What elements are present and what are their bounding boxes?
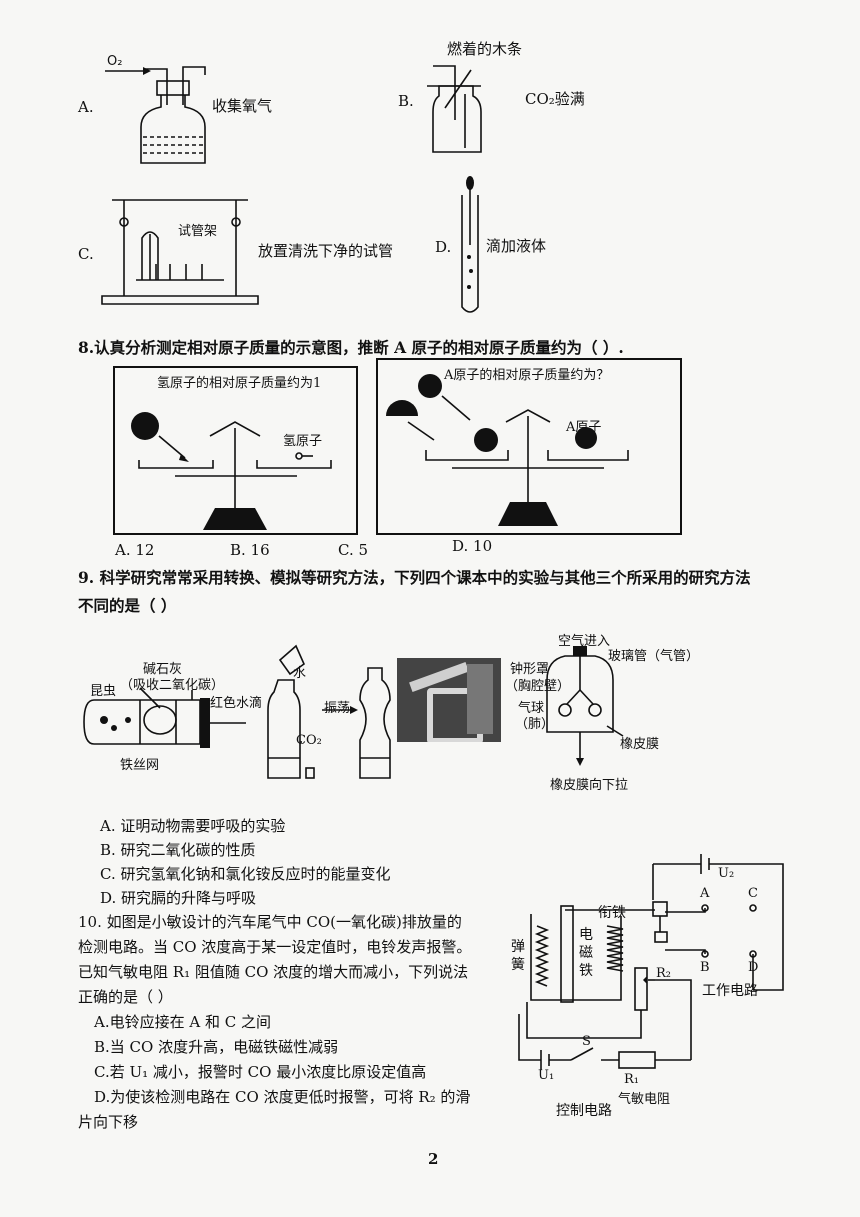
q10-stem-line4: 正确的是（ ） [78,988,173,1006]
co2-label: CO₂ [296,733,322,748]
hydrogen-balance-panel: 氢原子的相对原子质量约为1 氢原子 [113,366,358,535]
q10-option-a: A.电铃应接在 A 和 C 之间 [94,1013,271,1031]
working-circuit-label: 工作电路 [702,983,758,999]
insect-label: 昆虫 [90,684,117,699]
balance-scale-left [131,412,332,530]
glass-tube-label: 玻璃管（气管） [608,649,700,664]
wire-mesh-label: 铁丝网 [120,758,160,773]
q10-stem-line3: 已知气敏电阻 R₁ 阻值随 CO 浓度的增大而减小，下列说法 [78,963,469,981]
u2-label: U₂ [718,866,735,881]
q10-option-b: B.当 CO 浓度升高，电磁铁磁性减弱 [94,1038,339,1056]
co2-bottle-figure-2 [267,644,391,779]
red-drop-label: 红色水滴 [210,696,263,711]
u1-label: U₁ [538,1068,555,1083]
q10-stem-line1: 10. 如图是小敏设计的汽车尾气中 CO(一氧化碳)排放量的 [78,913,462,931]
rubber-membrane-label: 橡皮膜 [620,737,660,752]
terminal-c: C [748,886,758,901]
page-number: 2 [428,1150,439,1168]
a-atom-balance-panel: A原子的相对原子质量约为？ A原子 [376,358,682,535]
q7-b-letter: B. [398,92,414,110]
soda-lime-label: 碱石灰 [143,662,183,677]
q10-stem: 10. 如图是小敏设计的汽车尾气中 CO(一氧化碳)排放量的 检测电路。当 CO… [78,910,508,1135]
q9-stem-line2: 不同的是（ ） [78,596,177,615]
q8-option-c: C. 5 [338,541,369,559]
a-atom-balance-title: A原子的相对原子质量约为？ [444,368,610,383]
balloon-label: 气球 [518,701,545,716]
respiration-apparatus-figure [83,687,246,748]
thermometer-photo [397,658,501,742]
co2-bottle-figure [427,65,482,153]
terminal-d: D [748,960,759,975]
q10-option-c: C.若 U₁ 减小，报警时 CO 最小浓度比原设定值高 [94,1063,427,1081]
co-detection-circuit [518,854,784,1070]
q7-c-letter: C. [78,245,94,263]
electromagnet-label: 电磁铁 [579,927,593,979]
q10-stem-line2: 检测电路。当 CO 浓度高于某一设定值时，电铃发声报警。 [78,938,472,956]
r1-label: R₁ [624,1072,639,1087]
q7-d-label: 滴加液体 [486,237,547,255]
balloon-note: （肺） [515,717,555,732]
armature-label: 衔铁 [598,905,626,921]
gas-sensor-label: 气敏电阻 [618,1092,671,1107]
spring-label: 弹簧 [511,939,525,973]
q8-stem: 8.认真分析测定相对原子质量的示意图，推断 A 原子的相对原子质量约为（ ）. [78,338,624,357]
control-circuit-label: 控制电路 [556,1103,612,1119]
bell-jar-note: （胸腔壁） [505,679,571,694]
q7-c-label: 放置清洗下净的试管 [258,242,394,260]
burning-stick-label: 燃着的木条 [447,40,523,58]
o2-label: O₂ [107,54,122,69]
bell-jar-label: 钟形罩 [510,662,550,677]
terminal-b: B [700,960,710,975]
q10-option-d-cont: 片向下移 [78,1113,139,1131]
switch-s-label: S [582,1034,591,1049]
hydrogen-balance-title: 氢原子的相对原子质量约为1 [157,376,322,391]
r2-label: R₂ [656,966,671,981]
q9-option-b: B. 研究二氧化碳的性质 [100,841,256,859]
terminal-a: A [700,886,710,901]
q7-a-letter: A. [78,98,94,116]
balance-scale-right [386,374,629,526]
diaphragm-model-figure [546,646,624,766]
soda-lime-note: （吸收二氧化碳） [120,678,225,693]
q8-option-b: B. 16 [230,541,270,559]
q8-option-d: D. 10 [452,537,493,555]
q10-option-d: D.为使该检测电路在 CO 浓度更低时报警，可将 R₂ 的滑 [94,1088,471,1106]
air-in-label: 空气进入 [558,634,611,649]
shake-label: 振荡 [324,701,351,716]
hydrogen-atom-tag: 氢原子 [283,434,323,449]
q7-b-label: CO₂验满 [525,90,585,108]
q7-d-letter: D. [435,238,452,256]
q9-option-c: C. 研究氢氧化钠和氯化铵反应时的能量变化 [100,865,391,883]
q9-option-a: A. 证明动物需要呼吸的实验 [100,817,286,835]
gas-bottle-figure: O₂ [105,54,206,164]
test-tube-rack-label: 试管架 [178,224,218,239]
q7-a-label: 收集氧气 [212,97,273,115]
q8-option-a: A. 12 [115,541,155,559]
dropper-figure [461,176,479,313]
test-tube-rack-figure [101,199,259,305]
q9-stem-line1: 9. 科学研究常常采用转换、模拟等研究方法，下列四个课本中的实验与其他三个所采用… [78,568,751,587]
q9-option-d: D. 研究膈的升降与呼吸 [100,889,257,907]
pull-down-label: 橡皮膜向下拉 [550,778,629,793]
